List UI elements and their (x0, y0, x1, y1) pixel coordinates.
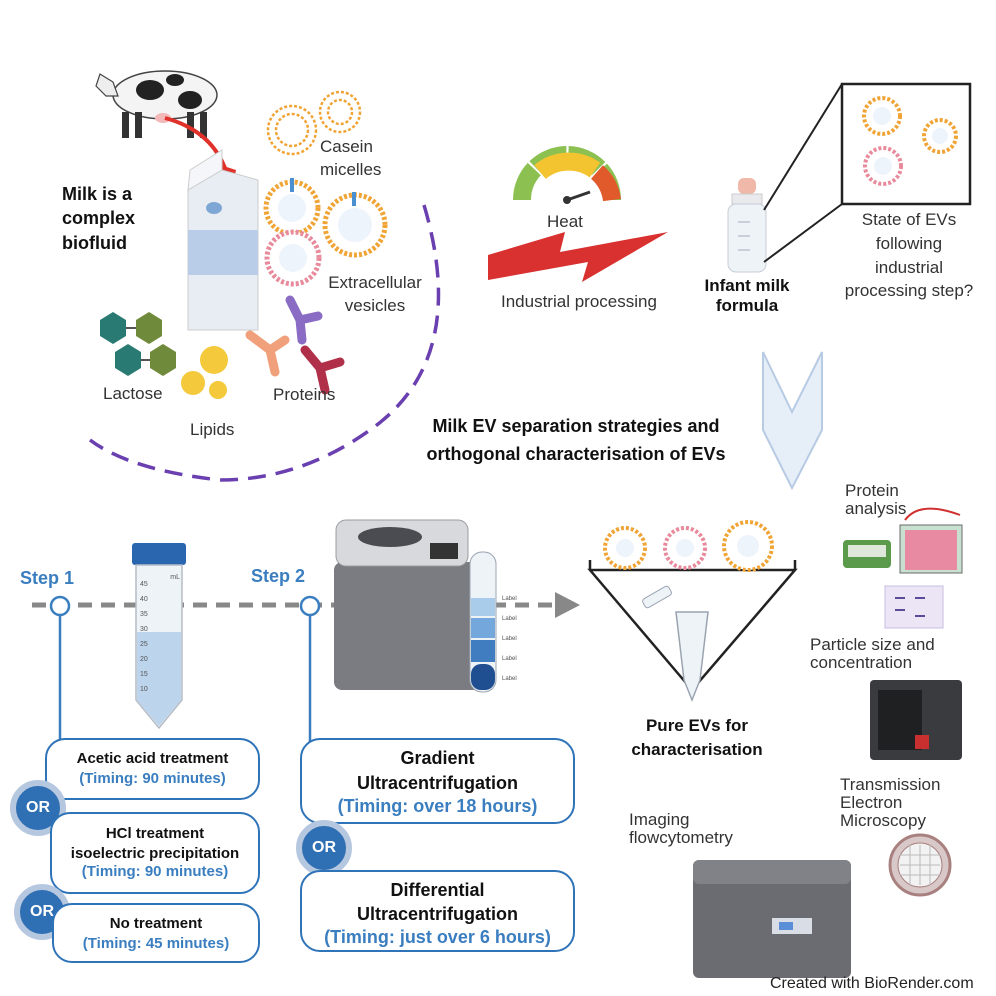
tube-mark: 30 (140, 626, 148, 633)
option-timing: (Timing: 45 minutes) (82, 935, 230, 952)
imaging-flowcytometry-label: Imaging flowcytometry (629, 810, 733, 847)
gel-electrophoresis-icon (843, 507, 963, 574)
tube-mark: 15 (140, 671, 148, 678)
step2-label: Step 2 (251, 566, 306, 586)
damaged-ev-icon (862, 96, 958, 186)
option-title: Gradient Ultracentrifugation (356, 748, 518, 794)
proteins-label: Proteins (273, 385, 336, 404)
nta-instrument-icon (870, 680, 962, 760)
separation-strategies-title: Milk EV separation strategies and orthog… (426, 416, 726, 464)
gradient-tube-labels: Label Label Label Label Label (502, 596, 517, 696)
pure-evs-label: Pure EVs for characterisation (631, 716, 763, 759)
lipid-droplet-icon (181, 346, 228, 399)
zoom-line (763, 203, 843, 263)
step2-node (299, 595, 321, 617)
or-badge: OR (296, 820, 352, 876)
tem-grid-icon (888, 833, 952, 897)
tube-mark: 20 (140, 656, 148, 663)
casein-micelles-label: Casein micelles (320, 137, 382, 179)
zoom-line (763, 83, 843, 211)
tem-label: Transmission Electron Microscopy (840, 775, 941, 830)
biorender-credit: Created with BioRender.com (770, 975, 974, 992)
tube-mark: 45 (140, 581, 148, 588)
milk-complex-label: Milk is a complex biofluid (62, 184, 136, 253)
gradient-label: Label (502, 636, 517, 642)
option-timing: (Timing: 90 minutes) (81, 863, 229, 880)
hcl-option: HCl treatment isoelectric precipitation … (50, 812, 260, 894)
milk-carton-icon (187, 149, 259, 331)
gradient-uc-option: Gradient Ultracentrifugation (Timing: ov… (300, 738, 575, 824)
extracellular-vesicles-label: Extracellular vesicles (328, 273, 422, 315)
gradient-label: Label (502, 616, 517, 622)
tube-mark: 35 (140, 611, 148, 618)
dashed-arc (88, 204, 441, 482)
acetic-acid-option: Acetic acid treatment (Timing: 90 minute… (45, 738, 260, 800)
option-title: Differential Ultracentrifugation (356, 880, 518, 925)
lightning-bolt-icon (488, 232, 668, 282)
casein-micelle-icon (266, 90, 362, 156)
funnel-triangle (587, 568, 798, 692)
falcon-tube-marks: mL 45 40 35 30 25 20 15 10 (140, 574, 180, 701)
option-title: HCl treatment isoelectric precipitation (70, 825, 240, 862)
tube-mark: 25 (140, 641, 148, 648)
option-title: Acetic acid treatment (76, 750, 229, 767)
or-badge: OR (10, 780, 66, 836)
no-treatment-option: No treatment (Timing: 45 minutes) (52, 903, 260, 963)
gradient-tube-icon (469, 551, 497, 693)
ev-vesicle-icon (263, 178, 388, 287)
pure-ev-icon (603, 520, 774, 572)
option-timing: (Timing: 90 minutes) (79, 770, 226, 787)
infant-formula-label: Infant milk formula (704, 276, 790, 316)
tube-mark: 10 (140, 686, 148, 693)
step1-label: Step 1 (20, 568, 75, 588)
option-timing: (Timing: over 18 hours) (337, 796, 538, 817)
tube-unit: mL (170, 574, 180, 581)
gel-image-icon (884, 585, 944, 629)
protein-antibody-icon (245, 295, 345, 395)
tube-mark: 40 (140, 596, 148, 603)
baby-bottle-icon (727, 178, 767, 273)
option-title: No treatment (109, 915, 203, 932)
down-chevron-icon (762, 351, 823, 491)
step1-node (49, 595, 71, 617)
flow-cytometer-icon (693, 860, 851, 978)
option-timing: (Timing: just over 6 hours) (324, 926, 551, 947)
heat-gauge-icon (513, 146, 621, 204)
lipids-label: Lipids (190, 420, 235, 439)
timeline-arrowhead (555, 592, 580, 618)
gradient-label: Label (502, 656, 517, 662)
lactose-icon (100, 312, 176, 376)
particle-size-label: Particle size and concentration (810, 635, 935, 672)
state-of-evs-label: State of EVs following industrial proces… (844, 210, 974, 301)
gradient-label: Label (502, 596, 517, 602)
ultracentrifuge-icon (334, 519, 484, 690)
falcon-tube-icon (132, 543, 186, 730)
protein-analysis-label: Protein analysis (845, 481, 907, 518)
gradient-label: Label (502, 676, 517, 682)
eppendorf-tube-icon (642, 585, 709, 703)
lactose-label: Lactose (103, 384, 163, 403)
heat-label: Heat (547, 212, 583, 231)
differential-uc-option: Differential Ultracentrifugation (Timing… (300, 870, 575, 952)
cow-icon (95, 70, 218, 138)
industrial-processing-label: Industrial processing (501, 292, 657, 311)
